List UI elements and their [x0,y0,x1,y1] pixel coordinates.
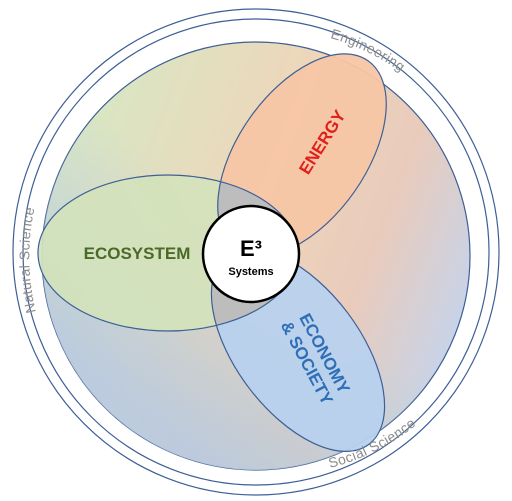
inner-ring [22,18,490,486]
outer-ring [12,8,500,496]
center-circle [201,204,301,304]
natural-science-label: Natural Science [16,205,39,315]
center-title: E³ [240,236,262,261]
center-subtitle: Systems [228,266,273,278]
ecosystem-label: ECOSYSTEM [84,244,191,263]
